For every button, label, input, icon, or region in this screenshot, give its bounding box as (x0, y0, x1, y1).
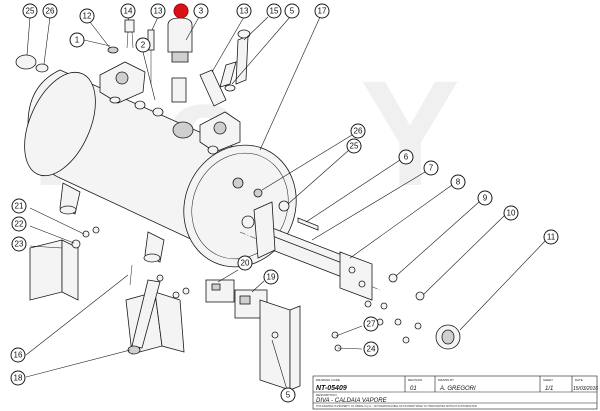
revision: 01 (410, 386, 417, 392)
sheet-label: SHEET (543, 378, 553, 382)
date-label: DATE (575, 378, 583, 382)
callout-22[interactable]: 22 (11, 216, 27, 232)
callout-label: 19 (267, 273, 276, 282)
callout-label: 3 (199, 7, 204, 16)
callout-label: 18 (14, 374, 23, 383)
callout-12[interactable]: 2 (135, 37, 151, 53)
callout-label: 13 (154, 7, 163, 16)
callout-3[interactable]: 14 (120, 3, 136, 19)
fine-print: THIS DRAWING IS PROPERTY OF CIMBALI S.p.… (316, 405, 477, 408)
callout-0[interactable]: 25 (22, 3, 38, 19)
callout-label: 25 (26, 7, 35, 16)
left-bracket-parts (29, 226, 190, 355)
callout-19[interactable]: 10 (503, 205, 519, 221)
callout-bubbles: 25 26 12 14 13 3 13 15 5 17 1 2 26 25 6 … (10, 3, 559, 403)
callout-label: 25 (350, 142, 359, 151)
callout-2[interactable]: 12 (79, 8, 95, 24)
callout-label: 5 (286, 391, 291, 400)
top-parts (15, 17, 251, 107)
callout-4[interactable]: 13 (150, 3, 166, 19)
callout-label: 11 (547, 233, 556, 242)
callout-label: 6 (404, 153, 409, 162)
date: 15/03/2016 (573, 386, 598, 392)
callout-label: 15 (270, 7, 279, 16)
callout-1[interactable]: 26 (42, 3, 58, 19)
callout-26[interactable]: 27 (363, 316, 379, 332)
callout-29[interactable]: 18 (10, 370, 26, 386)
callout-label: 21 (15, 202, 24, 211)
callout-label: 27 (367, 320, 376, 329)
watermark-text-2: Y (360, 49, 460, 217)
callout-17[interactable]: 8 (450, 174, 466, 190)
callout-label: 23 (15, 240, 24, 249)
callout-label: 13 (240, 7, 249, 16)
callout-label: 26 (46, 7, 55, 16)
description-label: DESCRIPTION (316, 393, 337, 397)
callout-24[interactable]: 20 (237, 255, 253, 271)
callout-label: 17 (318, 7, 327, 16)
callout-15[interactable]: 6 (398, 149, 414, 165)
sheet: 1/1 (545, 386, 553, 392)
callout-label: 1 (75, 36, 80, 45)
callout-label: 7 (429, 164, 434, 173)
callout-label: 22 (15, 220, 24, 229)
callout-23[interactable]: 23 (11, 236, 27, 252)
callout-13[interactable]: 26 (350, 123, 366, 139)
callout-28[interactable]: 16 (10, 347, 26, 363)
callout-label: 14 (124, 7, 133, 16)
callout-11[interactable]: 1 (69, 32, 85, 48)
drawn-by: A. GREGORI (439, 386, 476, 392)
callout-label: 9 (483, 194, 488, 203)
revision-label: REVISION (408, 378, 422, 382)
callout-14[interactable]: 25 (346, 138, 362, 154)
callout-label: 5 (290, 7, 295, 16)
callout-16[interactable]: 7 (423, 160, 439, 176)
callout-5-highlighted[interactable] (173, 3, 189, 19)
callout-6[interactable]: 3 (193, 3, 209, 19)
callout-10[interactable]: 17 (314, 3, 330, 19)
callout-label: 8 (456, 178, 461, 187)
callout-21[interactable]: 21 (11, 198, 27, 214)
callout-18[interactable]: 9 (477, 190, 493, 206)
description: DIVA - CALDAIA VAPORE (316, 398, 388, 404)
callout-label: 20 (241, 259, 250, 268)
callout-27[interactable]: 24 (363, 341, 379, 357)
callout-label: 12 (83, 12, 92, 21)
callout-30[interactable]: 5 (280, 387, 296, 403)
title-block: DRAWING CODE NT-05409 REVISION 01 DRAWN … (312, 375, 598, 410)
callout-label: 16 (14, 351, 23, 360)
callout-label: 24 (367, 345, 376, 354)
callout-8[interactable]: 15 (266, 3, 282, 19)
callout-25[interactable]: 19 (263, 269, 279, 285)
callout-label: 2 (141, 41, 146, 50)
callout-label: 10 (507, 209, 516, 218)
boiler-body (24, 61, 297, 268)
drawn-by-label: DRAWN BY (438, 378, 454, 382)
drawing-code: NT-05409 (316, 385, 347, 392)
callout-20[interactable]: 11 (543, 229, 559, 245)
callout-label: 26 (354, 127, 363, 136)
callout-9[interactable]: 5 (284, 3, 300, 19)
callout-7[interactable]: 13 (236, 3, 252, 19)
leader-lines (25, 16, 547, 394)
drawing-code-label: DRAWING CODE (316, 378, 340, 382)
heating-element (239, 200, 461, 350)
electrical-parts (205, 279, 342, 391)
